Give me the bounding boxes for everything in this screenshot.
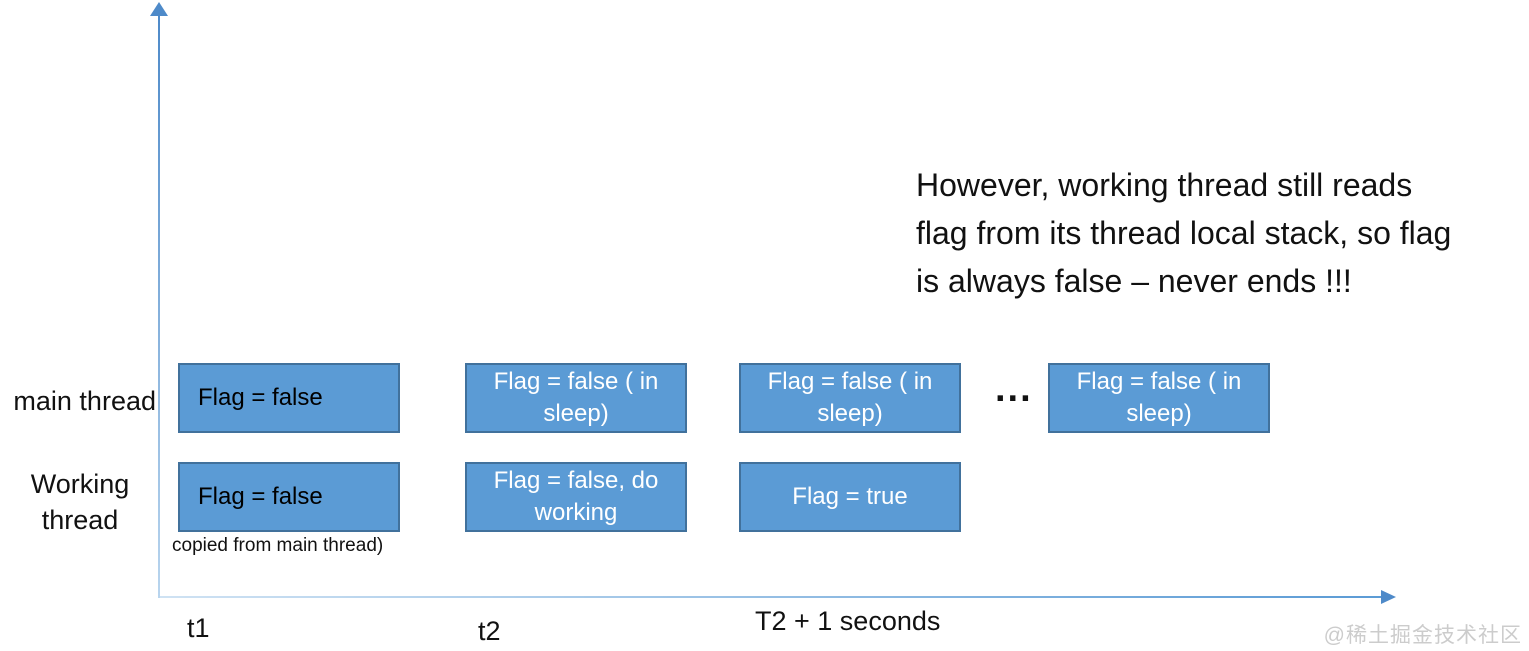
- main-thread-box-t4: Flag = false ( in sleep): [1048, 363, 1270, 433]
- working-thread-label: Working thread: [30, 469, 130, 535]
- x-axis-arrow-right-icon: [1381, 590, 1396, 604]
- copied-from-caption: copied from main thread): [172, 535, 384, 556]
- working-thread-box-t2: Flag = false, do working: [465, 462, 687, 532]
- x-axis-label-t2plus1: T2 + 1 seconds: [755, 606, 941, 636]
- x-axis-line: [160, 596, 1382, 598]
- x-axis-label-t2: t2: [478, 616, 501, 646]
- working-thread-box-t1: Flag = false: [178, 462, 400, 532]
- working-thread-box-t3: Flag = true: [739, 462, 961, 532]
- main-thread-box-t1: Flag = false: [178, 363, 400, 433]
- main-thread-box-t3: Flag = false ( in sleep): [739, 363, 961, 433]
- y-axis-arrow-up-icon: [150, 2, 168, 16]
- annotation-note: However, working thread still reads flag…: [916, 167, 1452, 299]
- watermark: @稀土掘金技术社区: [1323, 624, 1522, 647]
- main-thread-box-t2: Flag = false ( in sleep): [465, 363, 687, 433]
- y-axis-line: [158, 14, 160, 598]
- x-axis-label-t1: t1: [187, 613, 210, 643]
- main-thread-label: main thread: [13, 386, 156, 416]
- ellipsis: ...: [995, 368, 1033, 410]
